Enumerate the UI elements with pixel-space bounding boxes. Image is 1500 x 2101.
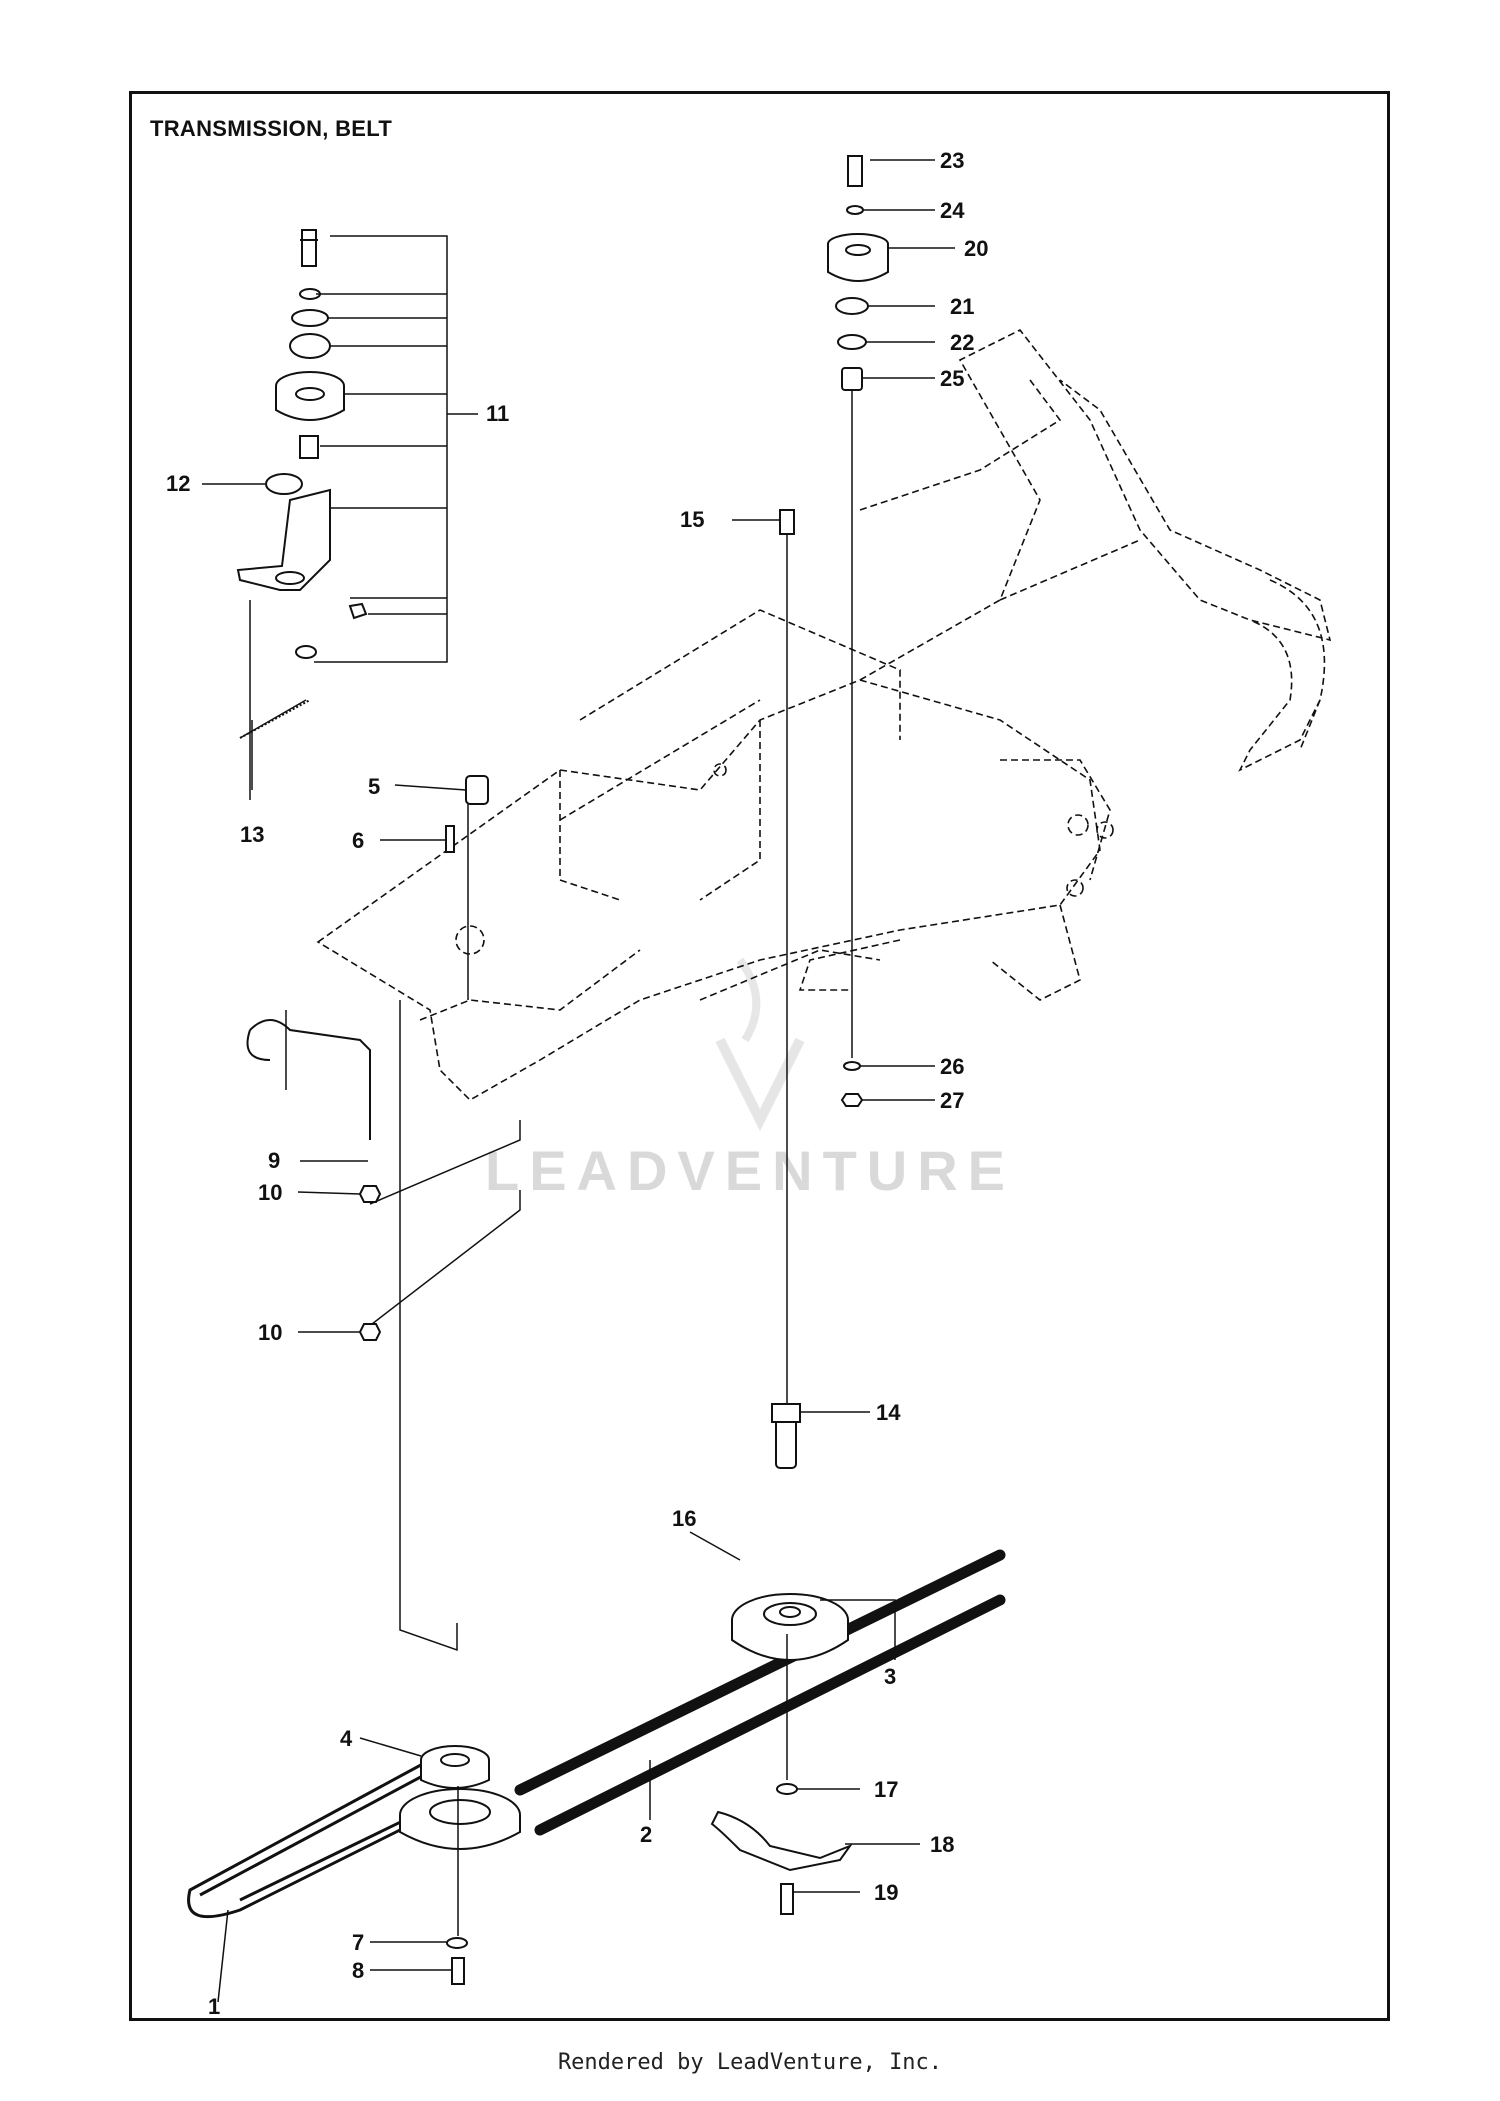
callout-labels: 1 2 3 4 5 6 7 8 9 10 10 11 12 13 14 15 1… (166, 148, 988, 2019)
part-22-ring (837, 334, 867, 350)
callout-15: 15 (680, 507, 704, 532)
part-20-pulley-upper (827, 233, 889, 282)
callout-19: 19 (874, 1880, 898, 1905)
callout-8: 8 (352, 1958, 364, 1983)
callout-7: 7 (352, 1930, 364, 1955)
callout-12: 12 (166, 471, 190, 496)
part-14-shaft (771, 1403, 801, 1469)
callout-9: 9 (268, 1148, 280, 1173)
diagram-frame (129, 91, 1390, 2021)
callout-17: 17 (874, 1777, 898, 1802)
callout-23: 23 (940, 148, 964, 173)
callout-21: 21 (950, 294, 974, 319)
part-27-nut (840, 1093, 864, 1107)
callout-14: 14 (876, 1400, 901, 1425)
part-5-spacer (465, 775, 489, 805)
part-11-idler-assembly (236, 229, 368, 659)
leader-lines (202, 159, 955, 2003)
part-2-belt (514, 1549, 1006, 1836)
callout-3: 3 (884, 1664, 896, 1689)
callout-10-lower: 10 (258, 1320, 282, 1345)
part-7-washer (446, 1937, 468, 1949)
callout-16: 16 (672, 1506, 696, 1531)
part-23-bolt (847, 155, 863, 187)
callout-1: 1 (208, 1994, 220, 2019)
part-19-bolt (780, 1883, 794, 1915)
part-10-nut-upper (358, 1185, 382, 1203)
callout-10-upper: 10 (258, 1180, 282, 1205)
part-10-nut-lower (358, 1323, 382, 1341)
callout-4: 4 (340, 1726, 353, 1751)
part-6-pin (445, 825, 455, 853)
callout-18: 18 (930, 1832, 954, 1857)
callout-11: 11 (486, 401, 509, 426)
part-21-bearing (835, 297, 869, 315)
callout-22: 22 (950, 330, 974, 355)
tractor-frame (316, 328, 1332, 1101)
part-25-spacer (841, 367, 863, 391)
part-12-retaining-ring (265, 473, 303, 495)
part-24-washer (846, 205, 864, 215)
part-16-pulley (731, 1593, 849, 1661)
watermark-logo (715, 957, 805, 1132)
callout-26: 26 (940, 1054, 964, 1079)
watermark-text: LEADVENTURE (485, 1139, 1015, 1202)
part-9-rod (246, 1019, 371, 1140)
callout-6: 6 (352, 828, 364, 853)
callout-27: 27 (940, 1088, 964, 1113)
part-15-bolt (779, 509, 795, 535)
part-8-bolt (451, 1957, 465, 1985)
part-17-washer (776, 1783, 798, 1795)
callout-20: 20 (964, 236, 988, 261)
callout-24: 24 (940, 198, 965, 223)
callout-2: 2 (640, 1822, 652, 1847)
callout-13: 13 (240, 822, 264, 847)
part-26-washer (843, 1061, 861, 1071)
part-18-bracket (710, 1810, 853, 1872)
diagram-title: TRANSMISSION, BELT (150, 116, 393, 141)
footer-credit: Rendered by LeadVenture, Inc. (557, 2050, 943, 2075)
part-4-pulley-stack (399, 1745, 521, 1850)
callout-5: 5 (368, 774, 380, 799)
callout-25: 25 (940, 366, 964, 391)
